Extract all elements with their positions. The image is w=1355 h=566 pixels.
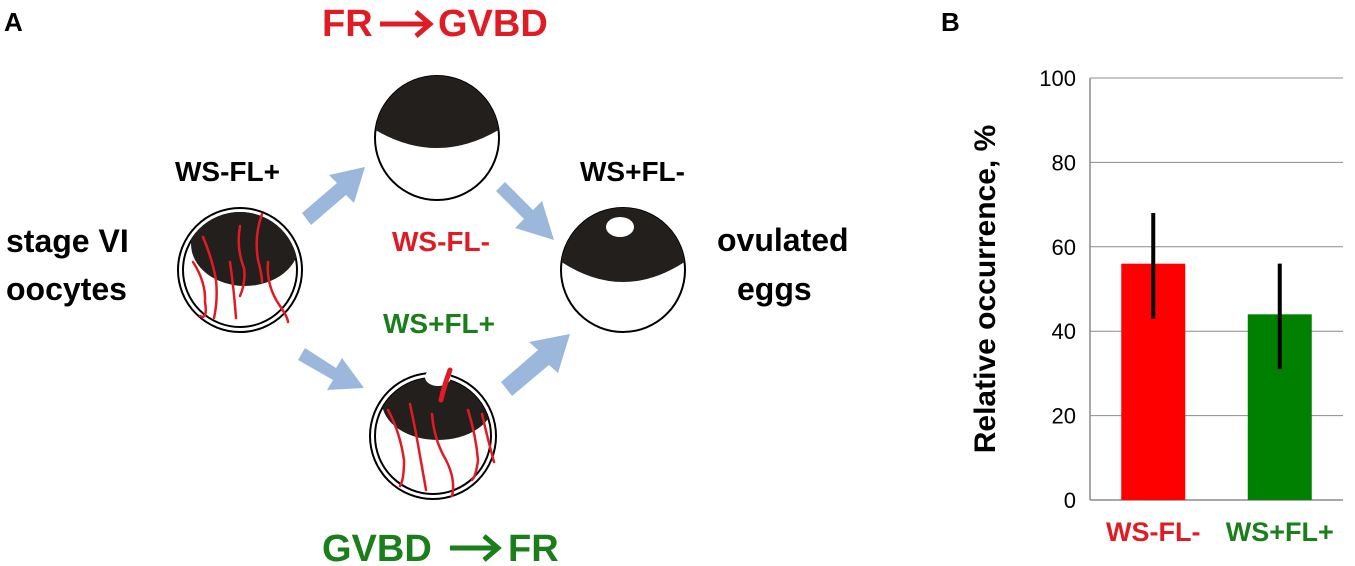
top-path-from: FR: [322, 3, 373, 45]
y-axis-title: Relative occurrence, %: [969, 125, 1002, 454]
lower-intermediate-label: WS+FL+: [383, 308, 495, 339]
y-tick-label: 60: [1052, 235, 1076, 260]
panel-a: A FR GVBD GVBD FR WS-FL+ stage VI oocyte…: [4, 3, 849, 566]
upper-intermediate-label: WS-FL-: [392, 226, 490, 257]
y-tick-labels: 0 20 40 60 80 100: [1039, 66, 1076, 513]
arrow-lower-to-end-icon: [501, 334, 570, 396]
stage-vi-oocyte: [177, 207, 303, 333]
top-path-title: FR GVBD: [322, 3, 548, 45]
bars: [1121, 263, 1312, 500]
filaments: [386, 367, 496, 498]
top-path-to: GVBD: [438, 3, 548, 45]
end-label-line-1: ovulated: [717, 222, 849, 258]
upper-intermediate-oocyte: [374, 75, 500, 201]
bottom-path-title: GVBD FR: [322, 528, 559, 566]
x-tick-labels: WS-FL- WS+FL+: [1106, 517, 1334, 547]
end-state-label: WS+FL-: [580, 156, 685, 187]
x-tick-label: WS-FL-: [1106, 517, 1200, 547]
ovulated-egg: [560, 207, 686, 333]
top-path-arrow-icon: [380, 10, 434, 38]
y-tick-label: 0: [1064, 488, 1076, 513]
bottom-path-to: FR: [508, 528, 559, 566]
start-label-line-2: oocytes: [6, 271, 127, 307]
y-tick-label: 80: [1052, 150, 1076, 175]
error-bars: [1151, 213, 1282, 370]
panel-b-label: B: [941, 7, 960, 37]
start-label-line-1: stage VI: [6, 223, 129, 259]
arrow-start-to-lower-icon: [298, 348, 364, 390]
panel-a-label: A: [4, 7, 23, 37]
bottom-path-arrow-icon: [450, 534, 502, 562]
end-label-line-2: eggs: [737, 271, 812, 307]
lower-intermediate-oocyte: [369, 367, 497, 500]
white-spot: [606, 217, 634, 237]
arrow-upper-to-end-icon: [496, 182, 554, 240]
y-tick-label: 100: [1039, 66, 1076, 91]
bottom-path-from: GVBD: [322, 528, 432, 566]
panel-b: B Relative occurrence, % 0 20 40 60 80 100 WS…: [941, 7, 1343, 547]
start-state-label: WS-FL+: [175, 156, 280, 187]
filaments: [191, 212, 290, 324]
transition-arrows: [298, 167, 570, 396]
x-tick-label: WS+FL+: [1226, 517, 1334, 547]
arrow-start-to-upper-icon: [302, 167, 365, 225]
y-tick-label: 40: [1052, 319, 1076, 344]
y-tick-label: 20: [1052, 404, 1076, 429]
